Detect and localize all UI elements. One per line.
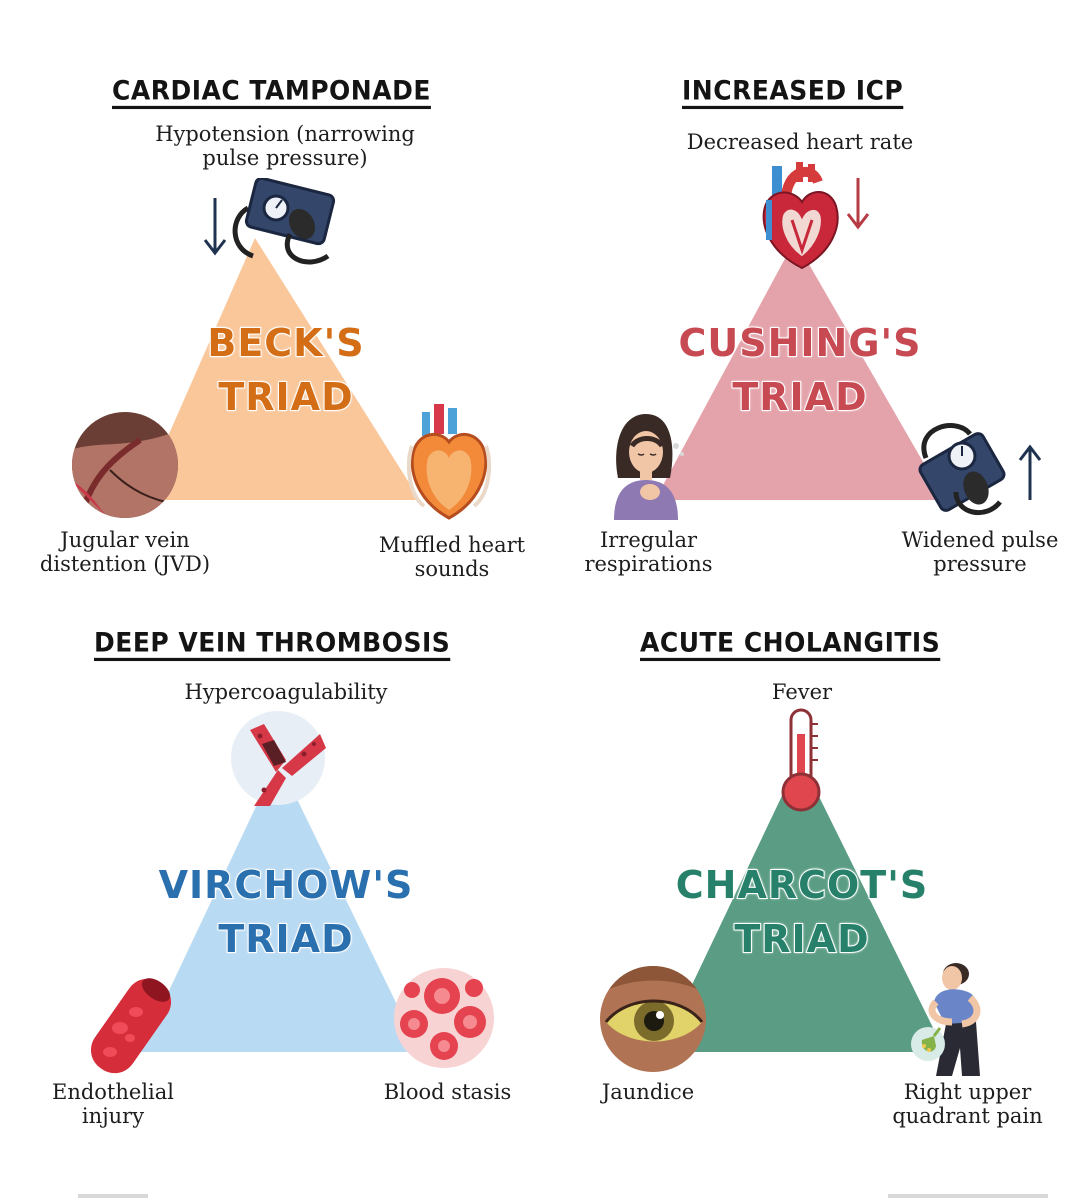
panel-title: INCREASED ICP (682, 75, 904, 106)
left-label: Jaundice (601, 1080, 695, 1104)
neck-vein-icon (72, 412, 178, 518)
heart-icon (762, 162, 839, 270)
right-label: Widened pulse pressure (901, 528, 1059, 576)
triangle-shape (140, 760, 420, 1052)
left-label: Endothelial injury (51, 1080, 174, 1128)
right-label: Muffled heart sounds (378, 533, 526, 581)
bottom-artifact (78, 1194, 148, 1198)
yellow-eye-icon (600, 966, 706, 1072)
left-label: Irregular respirations (584, 528, 713, 576)
top-label: Decreased heart rate (686, 130, 914, 154)
top-label: Hypotension (narrowing pulse pressure) (155, 122, 415, 170)
clotted-vessel-icon (231, 711, 326, 806)
down-arrow-icon (203, 198, 227, 256)
thermometer-icon (781, 708, 821, 812)
blood-pressure-cuff-icon (918, 423, 1006, 515)
top-label: Fever (771, 680, 833, 704)
triad-name: CHARCOT'S TRIAD (675, 862, 929, 962)
breathing-woman-icon (614, 414, 684, 520)
blood-vessel-icon (90, 978, 172, 1074)
triad-name: CUSHING'S TRIAD (677, 320, 922, 420)
down-arrow-icon (846, 178, 870, 230)
abdominal-pain-person-icon (911, 963, 981, 1076)
panel-title: ACUTE CHOLANGITIS (640, 627, 941, 658)
up-arrow-icon (1018, 444, 1042, 500)
triangle-shape (655, 240, 945, 500)
triangle-shape (660, 758, 945, 1052)
top-label: Hypercoagulability (184, 680, 388, 704)
right-label: Blood stasis (383, 1080, 512, 1104)
triangle-shape (140, 238, 420, 500)
panel-title: DEEP VEIN THROMBOSIS (94, 627, 451, 658)
triad-name: VIRCHOW'S TRIAD (158, 862, 414, 962)
bottom-artifact (888, 1194, 1048, 1198)
right-label: Right upper quadrant pain (892, 1080, 1043, 1128)
blood-cells-icon (394, 968, 494, 1068)
triad-name: BECK'S TRIAD (206, 320, 365, 420)
left-label: Jugular vein distention (JVD) (39, 528, 211, 576)
heart-icon (406, 404, 492, 520)
panel-title: CARDIAC TAMPONADE (112, 75, 431, 106)
blood-pressure-cuff-icon (232, 178, 336, 265)
